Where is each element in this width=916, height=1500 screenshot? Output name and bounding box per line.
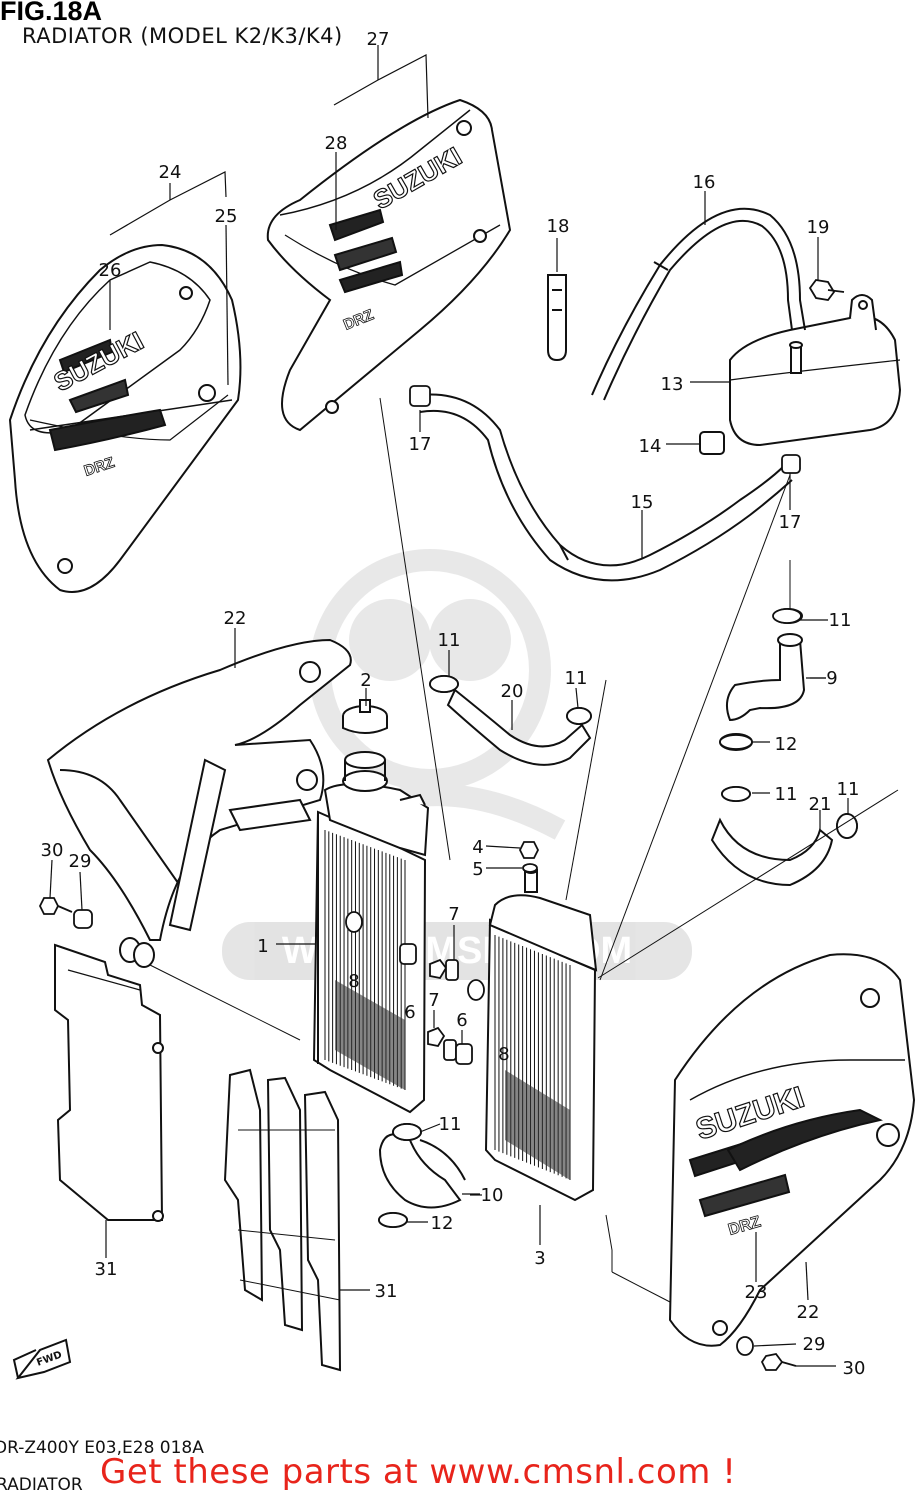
callout-26: 26 <box>99 260 122 281</box>
left-shroud-upper <box>8 243 242 593</box>
clamp-12-set <box>378 734 753 1228</box>
radiator-left-core <box>324 830 406 1090</box>
callout-30: 30 <box>41 840 64 861</box>
callout-22: 22 <box>224 608 247 629</box>
collar-29-right <box>736 1336 754 1356</box>
callout-7: 7 <box>448 904 459 925</box>
callout-19: 19 <box>807 217 830 238</box>
callout-29: 29 <box>803 1334 826 1355</box>
assembly-guides <box>149 397 899 1303</box>
callout-20: 20 <box>501 681 524 702</box>
forward-arrow-icon <box>12 1338 72 1380</box>
radiator-guard-left <box>46 638 352 941</box>
callout-16: 16 <box>693 172 716 193</box>
overflow-hose <box>591 207 806 401</box>
callout-8: 8 <box>498 1044 509 1065</box>
callout-11: 11 <box>837 779 860 800</box>
callout-12: 12 <box>775 734 798 755</box>
callout-6: 6 <box>404 1002 415 1023</box>
leader-lines <box>49 45 849 1367</box>
callout-8: 8 <box>348 971 359 992</box>
callout-31: 31 <box>375 1281 398 1302</box>
callout-10: 10 <box>481 1185 504 1206</box>
bolt-7b <box>427 1026 457 1061</box>
callout-30: 30 <box>843 1358 866 1379</box>
cushion-8b <box>467 979 485 1001</box>
callout-17: 17 <box>409 434 432 455</box>
center-shroud-upper <box>266 98 512 432</box>
callout-17: 17 <box>779 512 802 533</box>
callout-11: 11 <box>775 784 798 805</box>
callout-25: 25 <box>215 206 238 227</box>
callout-13: 13 <box>661 374 684 395</box>
callout-1: 1 <box>257 936 268 957</box>
reservoir-bolt <box>808 279 845 301</box>
callout-11: 11 <box>439 1114 462 1135</box>
radiator-core-shade <box>505 1070 570 1180</box>
callout-9: 9 <box>826 668 837 689</box>
radiator-core-shade <box>335 980 405 1090</box>
callout-31: 31 <box>95 1259 118 1280</box>
callout-15: 15 <box>631 492 654 513</box>
callout-11: 11 <box>565 668 588 689</box>
callout-21: 21 <box>809 794 832 815</box>
callout-24: 24 <box>159 162 182 183</box>
callout-18: 18 <box>547 216 570 237</box>
callout-29: 29 <box>69 851 92 872</box>
breather-hose <box>419 393 793 582</box>
cable-clamp <box>547 274 567 362</box>
bolt-7a <box>429 958 459 981</box>
radiator-right-core <box>494 935 571 1180</box>
cushion-8a <box>345 911 363 933</box>
radiator-cap <box>342 699 388 734</box>
radiator-left-tank <box>323 751 430 857</box>
callout-4: 4 <box>472 837 483 858</box>
figure-title: FIG.18A <box>0 0 103 26</box>
callout-22: 22 <box>797 1302 820 1323</box>
radiator-right-tank <box>488 866 598 972</box>
bolt-4 <box>518 841 540 859</box>
bolt-30-right <box>760 1353 797 1371</box>
callout-12: 12 <box>431 1213 454 1234</box>
hose-clamp-17a <box>409 385 431 407</box>
callout-2: 2 <box>360 670 371 691</box>
grommet <box>119 937 155 968</box>
callout-6: 6 <box>456 1010 467 1031</box>
reservoir-tank <box>729 294 902 447</box>
radiator-hose-10 <box>378 1123 466 1228</box>
callout-7: 7 <box>428 990 439 1011</box>
collar-6a <box>399 943 417 965</box>
footer-code: DR-Z400Y E03,E28 018A <box>0 1438 204 1458</box>
clamp-11-set <box>392 608 858 1141</box>
hose-clamp-17b <box>781 454 801 474</box>
callout-5: 5 <box>472 859 483 880</box>
callout-27: 27 <box>367 29 390 50</box>
radiator-panel-31a <box>54 943 164 1222</box>
callout-14: 14 <box>639 436 662 457</box>
radiator-guard-right <box>668 953 916 1347</box>
promo-link[interactable]: Get these parts at www.cmsnl.com ! <box>100 1452 737 1492</box>
callout-3: 3 <box>534 1248 545 1269</box>
collar-29-left <box>73 909 93 929</box>
footer-section: RADIATOR <box>0 1475 83 1495</box>
left-shroud-model: DRZ <box>82 454 117 480</box>
callout-11: 11 <box>829 610 852 631</box>
callout-11: 11 <box>438 630 461 651</box>
bolt-30-left <box>38 897 73 915</box>
callout-23: 23 <box>745 1282 768 1303</box>
collar-6b <box>455 1043 473 1065</box>
callout-28: 28 <box>325 133 348 154</box>
figure-subtitle: RADIATOR (MODEL K2/K3/K4) <box>22 24 343 48</box>
rubber-buffer <box>699 431 725 455</box>
washer-5 <box>522 863 538 873</box>
radiator-hose-9 <box>719 608 806 751</box>
radiator-panel-31b <box>223 1068 342 1372</box>
